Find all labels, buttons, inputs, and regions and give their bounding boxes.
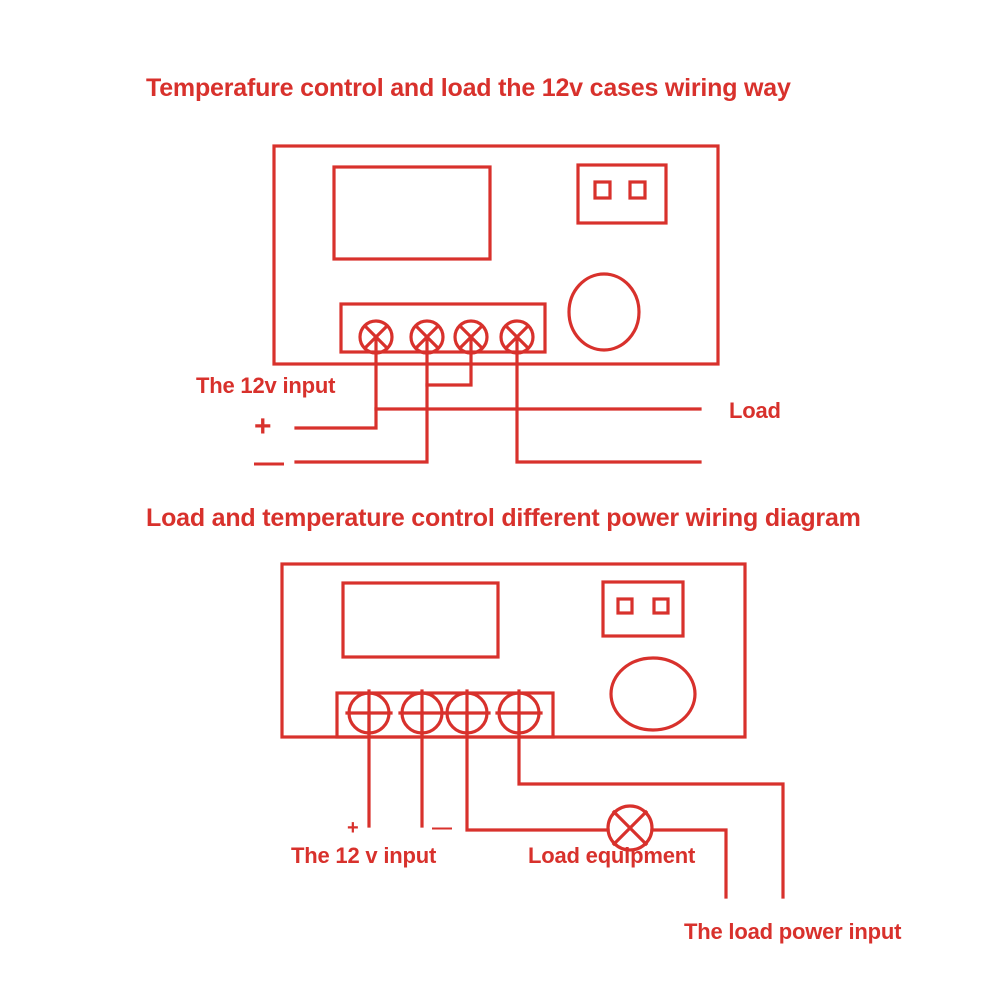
top-negative-sign: — [254, 446, 284, 479]
top-diagram-group [272, 144, 720, 464]
load-equipment-lamp-icon [606, 804, 654, 852]
top-connector-pin-right [628, 180, 647, 200]
top-input-label: The 12v input [196, 373, 336, 398]
bottom-negative-sign: — [432, 817, 452, 839]
bottom-wire-terminal-3 [465, 711, 610, 832]
top-wire-terminal-2 [294, 335, 429, 464]
bottom-connector-pin-right [652, 597, 670, 615]
bottom-connector-housing [601, 580, 685, 638]
top-positive-sign: + [254, 410, 272, 443]
bottom-input-label: The 12 v input [291, 843, 437, 868]
top-wire-terminal-1 [294, 335, 378, 430]
bottom-device-body [280, 562, 747, 739]
bottom-positive-sign: + [347, 817, 359, 839]
top-connector-housing [576, 163, 668, 225]
bottom-diagram-group [280, 562, 785, 899]
top-connector-pin-left [593, 180, 612, 200]
load-equipment-label: Load equipment [528, 843, 696, 868]
top-relay-circle [567, 272, 641, 352]
top-terminal-block [339, 302, 547, 354]
top-display-panel [332, 165, 492, 261]
load-power-input-label: The load power input [684, 919, 902, 944]
bottom-diagram-title: Load and temperature control different p… [146, 504, 861, 532]
top-device-body [272, 144, 720, 366]
top-load-label: Load [729, 398, 781, 423]
bottom-terminal-block [335, 691, 555, 739]
bottom-display-panel [341, 581, 500, 659]
bottom-connector-pin-left [616, 597, 634, 615]
bottom-relay-circle [609, 656, 697, 732]
top-wire-terminal-3 [425, 335, 473, 387]
top-diagram-title: Temperafure control and load the 12v cas… [146, 74, 791, 102]
top-wire-terminal-4 [515, 335, 702, 464]
bottom-wire-terminal-4 [517, 711, 785, 899]
bottom-wire-lamp-right [650, 828, 728, 899]
